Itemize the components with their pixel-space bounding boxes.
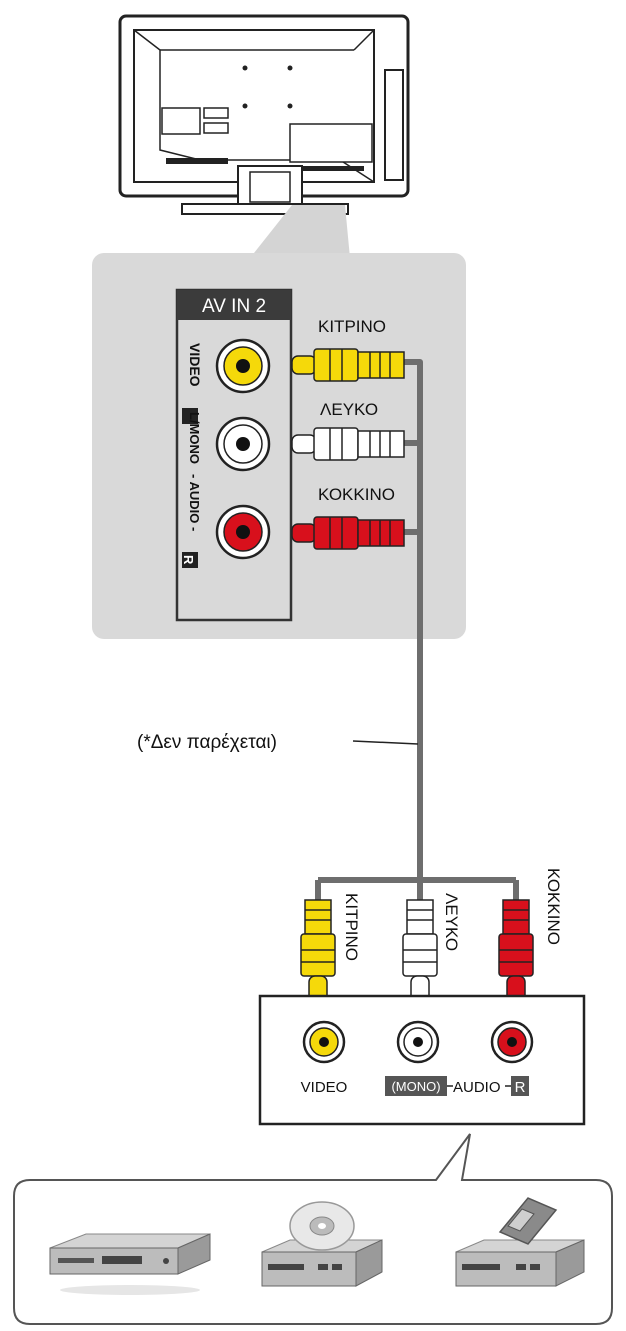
tv-back-icon	[118, 14, 410, 215]
r-label-box	[182, 552, 198, 568]
red-cable-label-bottom: ΚΟΚΚΙΝΟ	[544, 868, 563, 945]
lmono-label-box	[182, 408, 198, 424]
r-port-label: R	[181, 555, 196, 565]
panel-title: AV IN 2	[202, 296, 266, 317]
tv-video-jack	[215, 338, 271, 394]
zoom-callout-wedge	[250, 205, 350, 258]
audio-port-label: - AUDIO -	[187, 474, 202, 531]
tv-audio-left-jack	[215, 416, 271, 472]
yellow-plug-top	[291, 348, 405, 382]
red-plug-bottom	[498, 899, 534, 1003]
cable-not-supplied-note: (*Δεν παρέχεται)	[137, 732, 277, 753]
video-port-label: VIDEO	[187, 343, 203, 387]
device-video-jack	[302, 1020, 346, 1064]
white-plug-bottom	[402, 899, 438, 1003]
device-audio-right-jack	[490, 1020, 534, 1064]
r-label-box-device	[511, 1076, 529, 1096]
dvd-player-icon	[49, 1233, 211, 1295]
yellow-plug-bottom	[300, 899, 336, 1003]
yellow-cable-label-top: ΚΙΤΡΙΝΟ	[318, 317, 386, 336]
vcr-icon	[455, 1197, 585, 1287]
device-audio-label: AUDIO	[453, 1079, 501, 1096]
device-audio-left-jack	[396, 1020, 440, 1064]
tv-audio-right-jack	[215, 504, 271, 560]
white-cable-label-bottom: ΛΕΥΚΟ	[442, 893, 461, 951]
note-leader-line	[352, 740, 419, 745]
device-r-label: R	[515, 1079, 526, 1096]
red-plug-top	[291, 516, 405, 550]
rca-cable	[315, 359, 519, 902]
white-cable-label-top: ΛΕΥΚΟ	[320, 400, 378, 419]
lmono-port-label: L/MONO	[187, 412, 202, 464]
mono-label-box	[385, 1076, 447, 1096]
yellow-cable-label-bottom: ΚΙΤΡΙΝΟ	[342, 893, 361, 961]
av-in-2-panel: AV IN 2	[175, 288, 293, 622]
device-video-label: VIDEO	[301, 1079, 348, 1096]
red-cable-label-top: ΚΟΚΚΙΝΟ	[318, 485, 395, 504]
white-plug-top	[291, 427, 405, 461]
device-mono-label: (MONO)	[391, 1079, 440, 1094]
disc-player-icon	[261, 1201, 383, 1287]
